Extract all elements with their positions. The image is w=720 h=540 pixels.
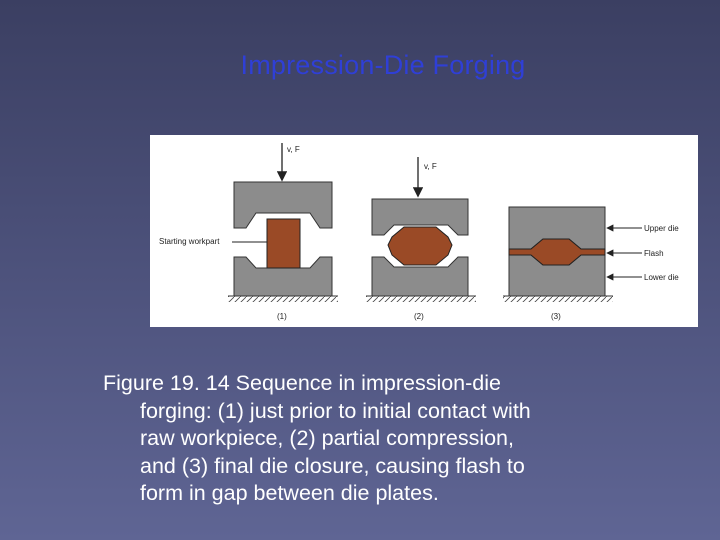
caption-line: and (3) final die closure, causing flash… <box>140 453 525 478</box>
stage-label: (2) <box>414 312 424 321</box>
upper-die <box>371 198 469 236</box>
forging-diagram: v, F (1) v, F (2) (3) <box>159 143 679 321</box>
forging-figure: v, F (1) v, F (2) (3) <box>150 135 698 327</box>
partially-compressed-workpart <box>387 226 453 266</box>
stage-1: v, F (1) <box>228 143 338 321</box>
caption-line: form in gap between die plates. <box>140 481 439 505</box>
figure-caption: Figure 19. 14 Sequence in impression‑die… <box>103 370 703 508</box>
starting-workpart-label: Starting workpart <box>159 237 220 246</box>
slide-title: Impression-Die Forging <box>240 50 526 80</box>
stage-label: (3) <box>551 312 561 321</box>
upper-die <box>233 181 333 229</box>
stage-3: (3) <box>503 206 613 321</box>
stage-label: (1) <box>277 312 287 321</box>
stage-2: v, F (2) <box>366 157 476 321</box>
forged-part-with-flash <box>508 238 606 266</box>
caption-line: forging: (1) just prior to initial conta… <box>140 398 531 423</box>
caption-line: Figure 19. 14 Sequence in impression‑die <box>103 371 501 395</box>
ground-hatch <box>366 296 476 302</box>
starting-workpart <box>266 218 301 269</box>
lower-die-label: Lower die <box>644 273 679 282</box>
flash-label: Flash <box>644 249 664 258</box>
caption-line: raw workpiece, (2) partial compression, <box>140 426 514 450</box>
ground-hatch <box>503 296 613 302</box>
upper-die-label: Upper die <box>644 224 679 233</box>
force-label: v, F <box>424 162 437 171</box>
ground-hatch <box>228 296 338 302</box>
force-label: v, F <box>287 145 300 154</box>
